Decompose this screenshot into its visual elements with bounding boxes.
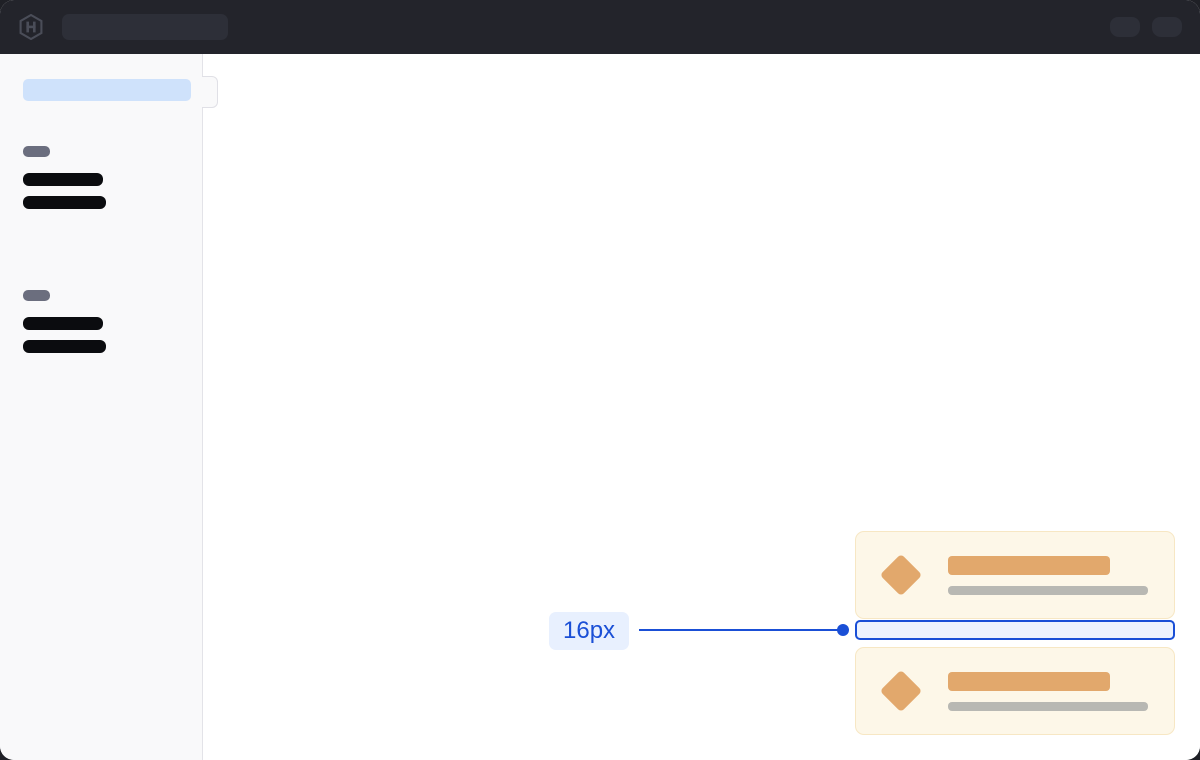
sidebar-group-label (23, 146, 50, 157)
spacing-value-label: 16px (549, 612, 630, 650)
sidebar-item-2-1[interactable] (23, 317, 103, 330)
alert-card-content (948, 671, 1176, 711)
header-chip-2[interactable] (1152, 17, 1182, 37)
sidebar (0, 54, 203, 760)
hashicorp-logo-icon (19, 14, 43, 40)
spacing-measure-box (855, 620, 1175, 640)
warning-diamond-icon (879, 553, 923, 597)
search-input[interactable] (62, 14, 228, 40)
sidebar-item-1-2[interactable] (23, 196, 106, 209)
alert-card-title (948, 671, 1110, 691)
sidebar-item-2-2[interactable] (23, 340, 106, 353)
alert-card-content (948, 555, 1176, 595)
alert-card-title (948, 555, 1110, 575)
alert-card[interactable] (855, 531, 1175, 619)
header-chip-1[interactable] (1110, 17, 1140, 37)
spacing-leader-line (639, 629, 847, 631)
sidebar-group-label (23, 290, 50, 301)
sidebar-collapse-handle-icon[interactable] (202, 76, 218, 108)
spacing-leader-dot-icon (837, 624, 849, 636)
sidebar-group-2 (23, 290, 106, 363)
header-actions (1110, 17, 1182, 37)
warning-diamond-icon (879, 669, 923, 713)
alert-card-subtitle (948, 701, 1148, 711)
sidebar-item-1-1[interactable] (23, 173, 103, 186)
sidebar-item-selected[interactable] (23, 79, 191, 101)
app-header (0, 0, 1200, 54)
sidebar-group-1 (23, 146, 106, 219)
main-canvas: 16px (204, 54, 1200, 760)
alert-card[interactable] (855, 647, 1175, 735)
alert-card-subtitle (948, 585, 1148, 595)
